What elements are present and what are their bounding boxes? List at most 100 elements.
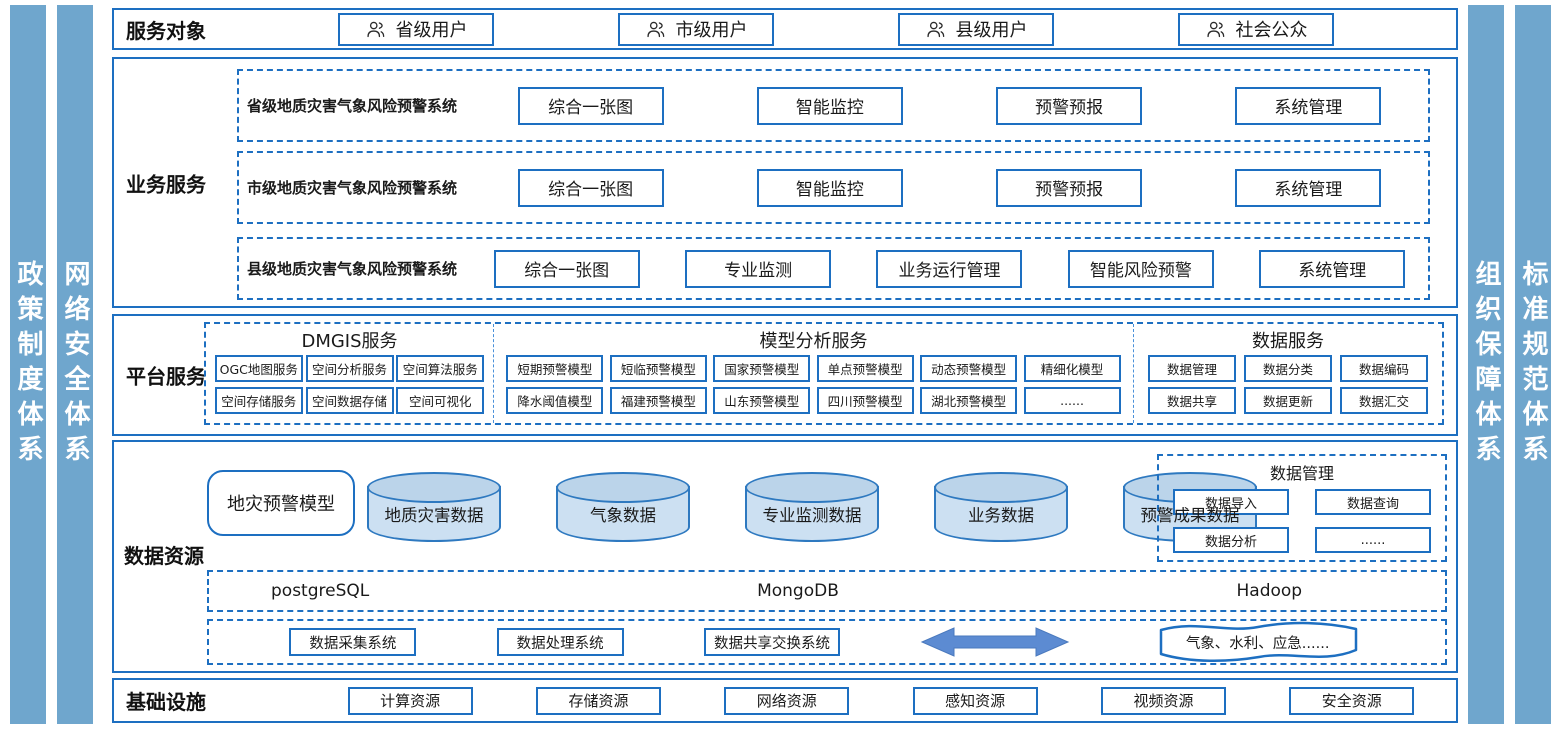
pillar-org-label: 组织保障体系 bbox=[1471, 259, 1501, 470]
model-box: 国家预警模型 bbox=[713, 354, 811, 382]
service-box: 空间存储服务 bbox=[214, 387, 303, 415]
user-box-public: 社会公众 bbox=[1178, 12, 1334, 46]
service-box: 数据更新 bbox=[1244, 387, 1332, 415]
model-box: 福建预警模型 bbox=[609, 387, 707, 415]
external-systems-label: 气象、水利、应急...... bbox=[1185, 636, 1330, 652]
model-box: 降水阈值模型 bbox=[506, 387, 604, 415]
cylinder-geo-disaster-data: 地质灾害数据 bbox=[367, 472, 501, 542]
infrastructure-title: 基础设施 bbox=[126, 690, 206, 714]
resource-box-video: 视频资源 bbox=[1100, 686, 1226, 715]
collection-system-box: 数据采集系统 bbox=[289, 628, 417, 656]
user-label: 县级用户 bbox=[955, 20, 1028, 41]
database-engines-box: postgreSQL MongoDB Hadoop bbox=[207, 570, 1447, 612]
resource-box-network: 网络资源 bbox=[724, 686, 850, 715]
user-label: 社会公众 bbox=[1235, 20, 1308, 41]
cylinder-monitoring-data: 专业监测数据 bbox=[745, 472, 879, 542]
processing-system-box: 数据处理系统 bbox=[496, 628, 624, 656]
platform-services-title: 平台服务 bbox=[126, 364, 206, 389]
pillar-network-label: 网络安全体系 bbox=[60, 259, 90, 470]
resource-box-storage: 存储资源 bbox=[535, 686, 661, 715]
users-icon bbox=[1206, 21, 1224, 37]
model-box: 精细化模型 bbox=[1023, 354, 1121, 382]
platform-services-section: 平台服务 DMGIS服务 OGC地图服务 空间分析服务 空间算法服务 空间存储服… bbox=[112, 314, 1458, 436]
cylinder-meteo-data: 气象数据 bbox=[556, 472, 690, 542]
system-name: 市级地质灾害气象风险预警系统 bbox=[247, 179, 458, 197]
data-management-grid: 数据导入 数据查询 数据分析 ...... bbox=[1173, 489, 1431, 553]
model-box: 湖北预警模型 bbox=[920, 387, 1018, 415]
service-box: 数据编码 bbox=[1340, 354, 1428, 382]
system-name: 省级地质灾害气象风险预警系统 bbox=[247, 97, 458, 115]
group-row: OGC地图服务 空间分析服务 空间算法服务 bbox=[212, 352, 487, 385]
cylinder-label: 地质灾害数据 bbox=[384, 506, 484, 525]
model-box: 动态预警模型 bbox=[920, 354, 1018, 382]
group-row: 空间存储服务 空间数据存储 空间可视化 bbox=[212, 385, 487, 418]
resource-box-security: 安全资源 bbox=[1289, 686, 1415, 715]
resource-box-compute: 计算资源 bbox=[347, 686, 473, 715]
model-box: 四川预警模型 bbox=[816, 387, 914, 415]
mgmt-box-more: ...... bbox=[1315, 527, 1431, 553]
user-label: 省级用户 bbox=[395, 20, 468, 41]
data-management-box: 数据管理 数据导入 数据查询 数据分析 ...... bbox=[1157, 454, 1447, 562]
service-box: 空间数据存储 bbox=[305, 387, 394, 415]
cylinder-label: 预警成果数据 bbox=[1140, 506, 1240, 525]
external-systems-shape: 气象、水利、应急...... bbox=[1151, 619, 1365, 665]
db-postgresql-label: postgreSQL bbox=[271, 581, 370, 601]
module-box: 系统管理 bbox=[1235, 168, 1382, 207]
service-box: 空间算法服务 bbox=[396, 354, 485, 382]
disaster-warning-model-box: 地灾预警模型 bbox=[207, 470, 355, 536]
pillar-policy-label: 政策制度体系 bbox=[13, 259, 43, 470]
model-box: 山东预警模型 bbox=[713, 387, 811, 415]
pillar-network-security: 网络安全体系 bbox=[57, 5, 93, 724]
dmgis-group: DMGIS服务 OGC地图服务 空间分析服务 空间算法服务 空间存储服务 空间数… bbox=[206, 324, 493, 423]
database-cylinders: 地质灾害数据 气象数据 专业监测数据 业务数据 预警成果数据 bbox=[367, 472, 1257, 542]
group-row: 数据管理 数据分类 数据编码 bbox=[1140, 352, 1436, 385]
double-arrow-icon bbox=[921, 627, 1070, 657]
city-system-box: 市级地质灾害气象风险预警系统 综合一张图 智能监控 预警预报 系统管理 bbox=[237, 151, 1430, 224]
module-box: 智能监控 bbox=[756, 86, 903, 125]
group-row: 短期预警模型 短临预警模型 国家预警模型 单点预警模型 动态预警模型 精细化模型 bbox=[500, 352, 1127, 385]
cylinder-label: 专业监测数据 bbox=[762, 506, 862, 525]
service-box: OGC地图服务 bbox=[214, 354, 303, 382]
group-title: 模型分析服务 bbox=[759, 331, 868, 352]
service-box: 数据共享 bbox=[1148, 387, 1236, 415]
module-box: 预警预报 bbox=[996, 168, 1143, 207]
cylinder-business-data: 业务数据 bbox=[934, 472, 1068, 542]
module-row: 综合一张图 智能监控 预警预报 系统管理 bbox=[471, 168, 1428, 207]
module-box: 系统管理 bbox=[1259, 249, 1406, 288]
service-box: 数据管理 bbox=[1148, 354, 1236, 382]
service-box: 空间分析服务 bbox=[305, 354, 394, 382]
model-box: 短临预警模型 bbox=[609, 354, 707, 382]
user-box-provincial: 省级用户 bbox=[338, 12, 494, 46]
service-box: 数据分类 bbox=[1244, 354, 1332, 382]
users-icon bbox=[646, 21, 664, 37]
cylinder-label: 业务数据 bbox=[968, 506, 1034, 525]
group-row: 数据共享 数据更新 数据汇交 bbox=[1140, 385, 1436, 418]
module-box: 智能风险预警 bbox=[1067, 249, 1214, 288]
resource-box-sensing: 感知资源 bbox=[912, 686, 1038, 715]
module-box: 智能监控 bbox=[756, 168, 903, 207]
resource-row: 计算资源 存储资源 网络资源 感知资源 视频资源 安全资源 bbox=[316, 686, 1456, 715]
group-title: DMGIS服务 bbox=[301, 331, 398, 352]
user-row: 省级用户 市级用户 县级用户 社会公众 bbox=[276, 12, 1456, 46]
module-box: 综合一张图 bbox=[517, 86, 664, 125]
module-box: 综合一张图 bbox=[493, 249, 640, 288]
module-box: 专业监测 bbox=[685, 249, 832, 288]
wave-border-icon bbox=[1159, 621, 1357, 662]
service-box: 空间可视化 bbox=[396, 387, 485, 415]
users-icon bbox=[926, 21, 944, 37]
mgmt-box-import: 数据导入 bbox=[1173, 489, 1289, 515]
group-row: 降水阈值模型 福建预警模型 山东预警模型 四川预警模型 湖北预警模型 .....… bbox=[500, 385, 1127, 418]
provincial-system-box: 省级地质灾害气象风险预警系统 综合一张图 智能监控 预警预报 系统管理 bbox=[237, 69, 1430, 142]
pillar-organization: 组织保障体系 bbox=[1468, 5, 1504, 724]
data-service-group: 数据服务 数据管理 数据分类 数据编码 数据共享 数据更新 数据汇交 bbox=[1133, 324, 1442, 423]
infrastructure-section: 基础设施 计算资源 存储资源 网络资源 感知资源 视频资源 安全资源 bbox=[112, 678, 1458, 723]
county-system-box: 县级地质灾害气象风险预警系统 综合一张图 专业监测 业务运行管理 智能风险预警 … bbox=[237, 237, 1430, 300]
business-services-title: 业务服务 bbox=[126, 172, 206, 196]
sharing-exchange-system-box: 数据共享交换系统 bbox=[703, 628, 840, 656]
db-mongodb-label: MongoDB bbox=[757, 581, 839, 601]
data-resources-section: 数据资源 地灾预警模型 地质灾害数据 气象数据 专业监测数据 业务数据 预警成果… bbox=[112, 440, 1458, 673]
business-services-section: 业务服务 省级地质灾害气象风险预警系统 综合一张图 智能监控 预警预报 系统管理… bbox=[112, 57, 1458, 308]
cylinder-label: 气象数据 bbox=[590, 506, 656, 525]
mgmt-box-query: 数据查询 bbox=[1315, 489, 1431, 515]
